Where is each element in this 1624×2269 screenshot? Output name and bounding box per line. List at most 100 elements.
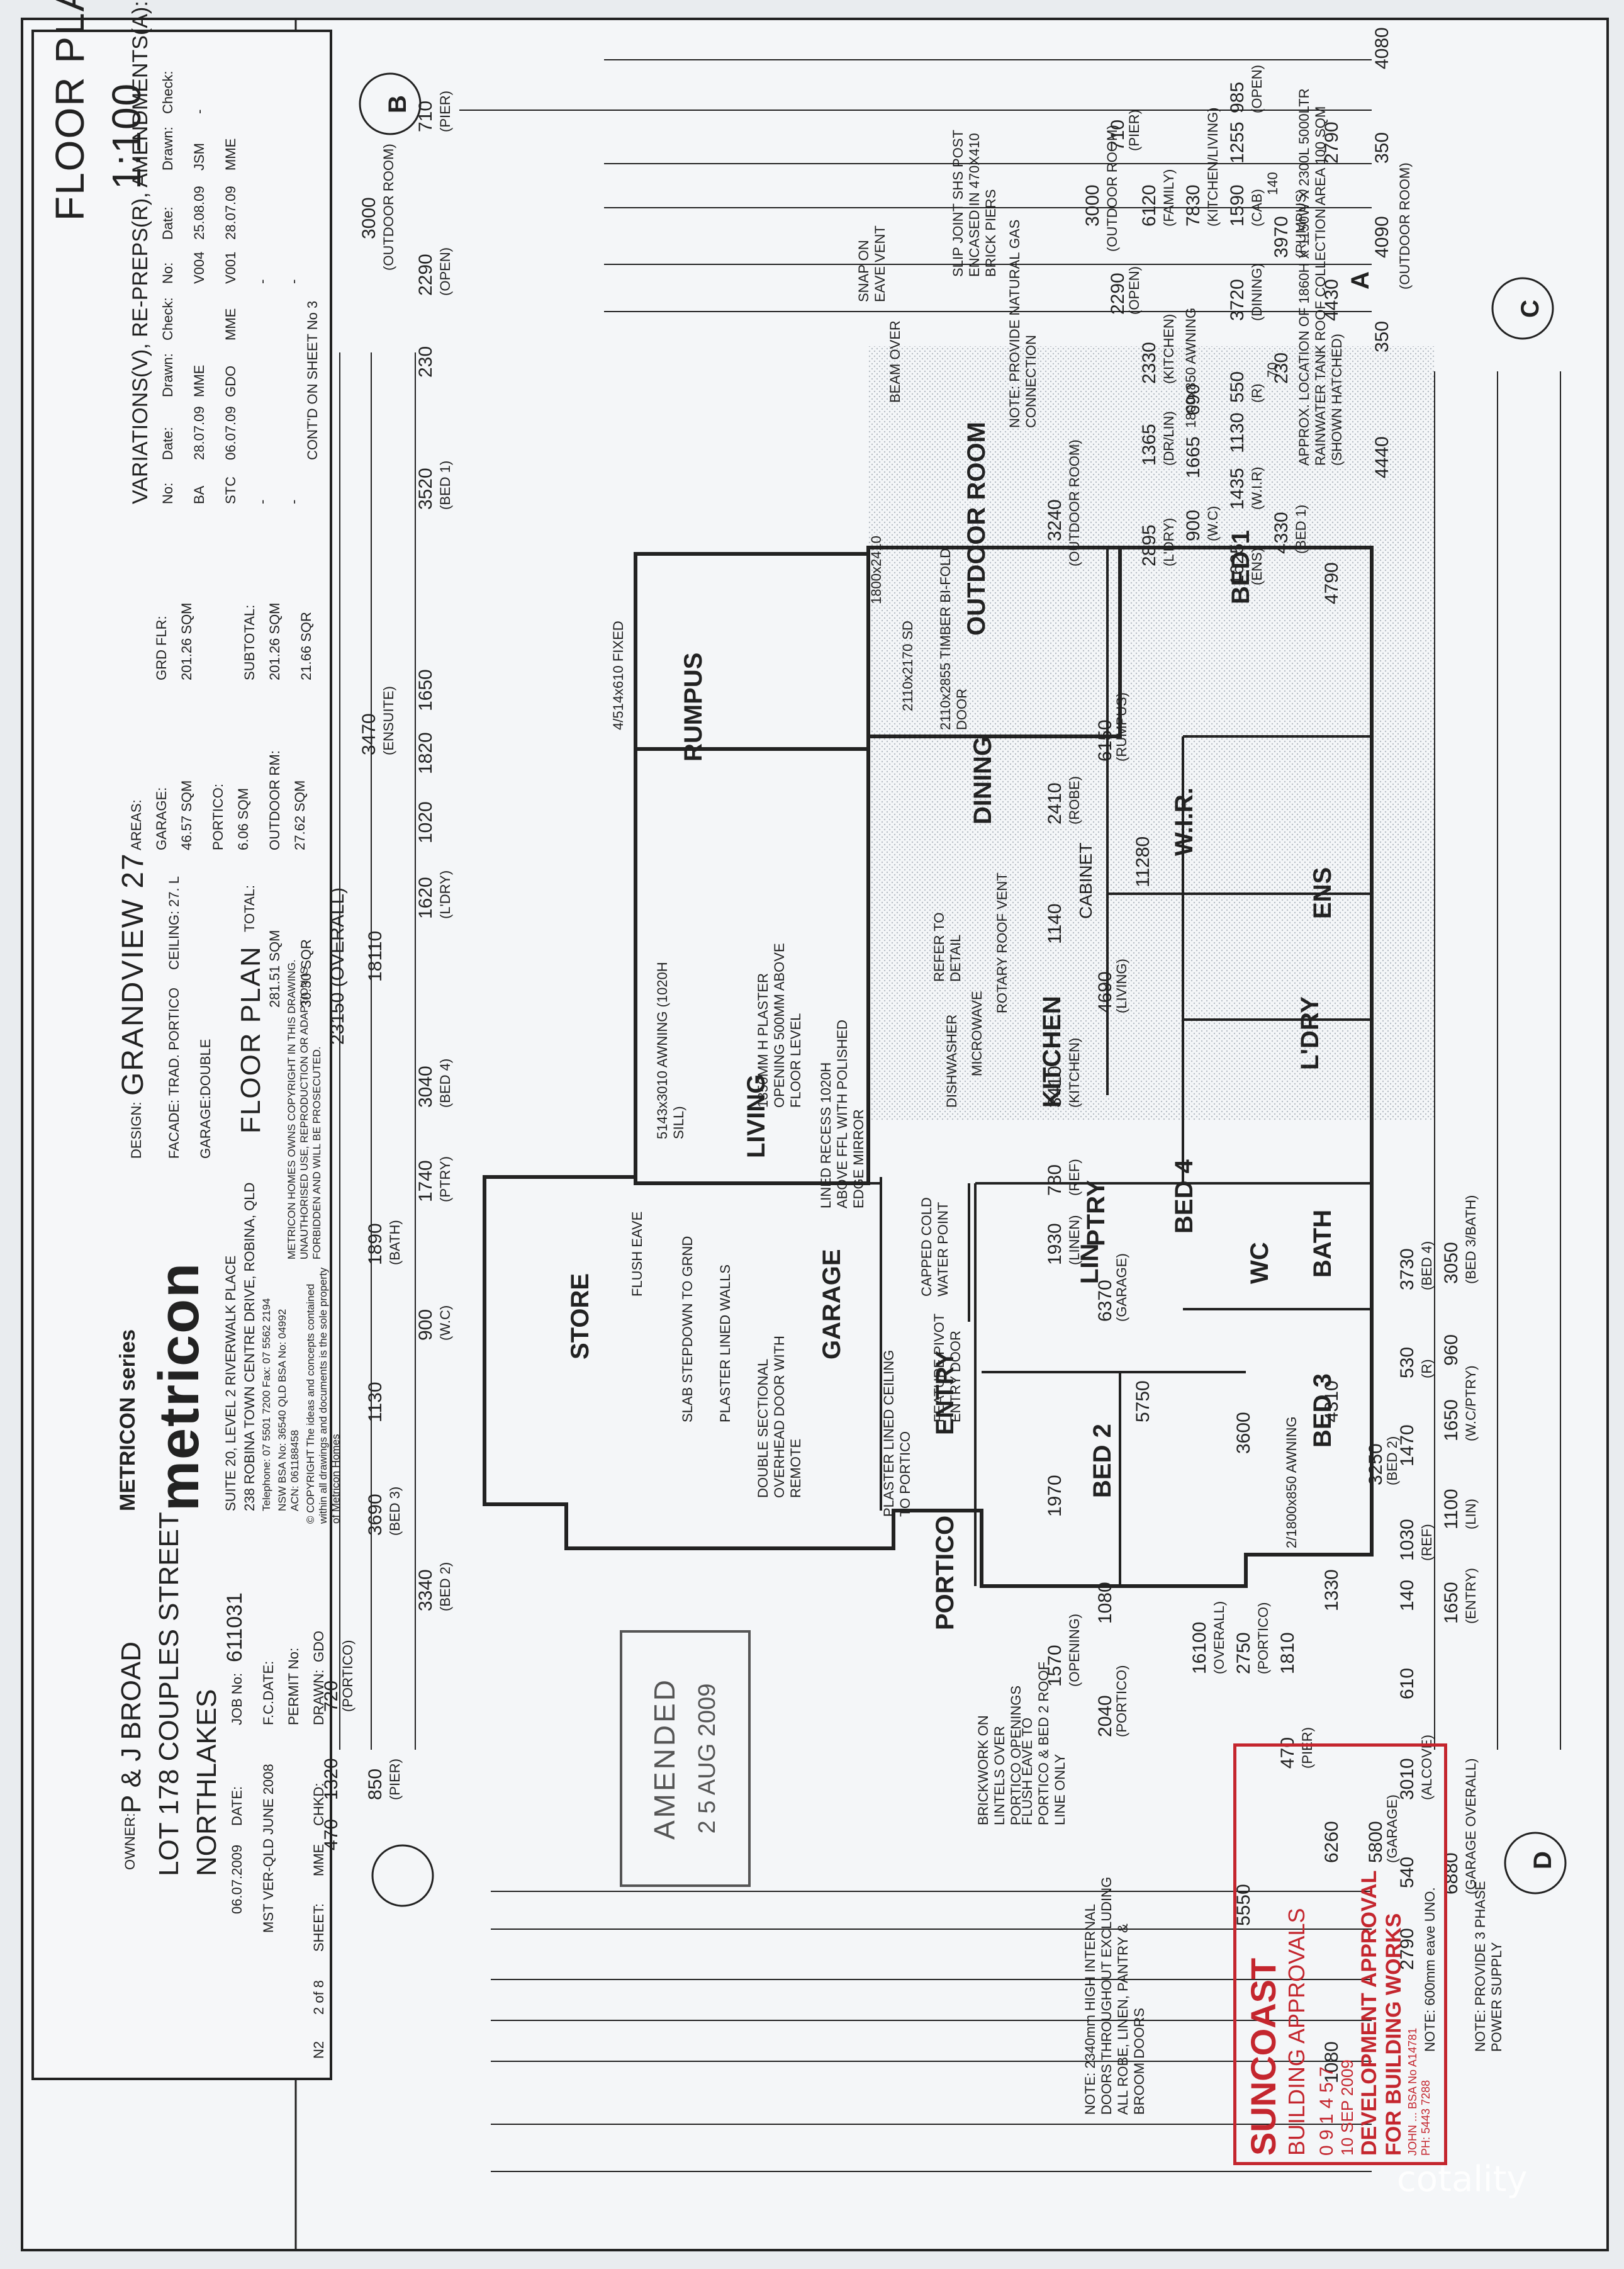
room-wir: W.I.R. (1170, 787, 1198, 856)
amended-word: AMENDED (648, 1677, 681, 1840)
stamp-line-3: FOR BUILDING WORKS (1382, 1913, 1406, 2156)
design-name: GRANDVIEW 27 (116, 852, 150, 1096)
dim-left-24: 5750 (1133, 1380, 1153, 1422)
dim-left-29: 2040 (1095, 1695, 1116, 1737)
dim-left-1: (PIER) (1126, 110, 1142, 151)
dim-top-31: (KITCHEN/LIVING) (1205, 107, 1221, 227)
dim-right-2: 710 (415, 100, 436, 132)
dim-top-26: (W.I.R) (1249, 466, 1265, 510)
amended-stamp: AMENDED 2 5 AUG 2009 (620, 1630, 751, 1887)
stamp-date: 10 SEP 2009 (1338, 2059, 1357, 2156)
dim-right-8: (BED 1) (437, 460, 453, 510)
dim-left-4: 2290 (1107, 273, 1128, 315)
dim-right-34: (PIER) (387, 1759, 403, 1800)
note-awning-2-1800: 2/1800x850 AWNING (1284, 1416, 1299, 1548)
note-rainwater-tank: APPROX. LOCATION OF 1860H X 1150W X 2300… (1296, 88, 1345, 466)
area-5-label: TOTAL: (242, 885, 257, 932)
series-label: METRICON series (116, 1329, 140, 1511)
area-1-label: GARAGE: (154, 787, 169, 850)
dim-top-17: 3720 (1227, 279, 1248, 321)
dim-left-22: 6370 (1095, 1280, 1116, 1322)
var-r1-c3: MME (223, 308, 238, 341)
dim-right-33: 850 (365, 1768, 386, 1800)
note-door-1800x2410: 1800x2410 (868, 536, 884, 604)
dim-top-21: 1625 (1227, 543, 1248, 585)
variations-col-date2: Date: (160, 206, 176, 240)
room-laundry: L'DRY (1296, 996, 1324, 1070)
dim-top-13: (BED 1) (1293, 504, 1309, 554)
dim-right-19: (BED 4) (437, 1058, 453, 1108)
dim-top-4: 4440 (1372, 436, 1392, 478)
dim-top-14: 985 (1227, 81, 1248, 113)
dim-bottom-4: 610 (1397, 1667, 1418, 1699)
permit-label: PERMIT No: (286, 1647, 301, 1725)
dim-right-7: 3520 (415, 468, 436, 510)
variations-col-date: Date: (160, 427, 176, 460)
var-r0-c7: - (191, 109, 207, 114)
note-snap-vent: SNAP ON EAVE VENT (856, 225, 888, 302)
dim-bottom-15: 1650 (1441, 1582, 1462, 1624)
var-r0-c5: 25.08.09 (191, 186, 207, 240)
dim-right-9: 3470 (359, 713, 379, 755)
dim-top-20: 1435 (1227, 468, 1248, 510)
dim-bottom-6: 1030 (1397, 1519, 1418, 1561)
garage-value: DOUBLE (198, 1039, 213, 1096)
dim-right-17: 18110 (365, 930, 386, 982)
note-plaster-opening: 1350MM H PLASTER OPENING 500MM ABOVE FLO… (755, 943, 804, 1108)
dim-left-19: (REF) (1067, 1159, 1082, 1196)
dim-right-3: (PIER) (437, 91, 453, 132)
grid-mark-d: D (1529, 1851, 1557, 1869)
title-block: FLOOR PLAN 1:100 VARIATIONS(V), RE-PREPS… (31, 0, 342, 2080)
dim-left-7: (OUTDOOR ROOM) (1067, 439, 1082, 566)
dim-right-35: 470 (321, 1818, 342, 1850)
dim-bottom-34: 1810 (1277, 1632, 1298, 1674)
variations-header: VARIATIONS(V), RE-PREPS(R), AMENDMENTS(A… (128, 1, 152, 504)
room-garage: GARAGE (818, 1249, 846, 1360)
dim-right-13: 1020 (415, 801, 436, 843)
dim-left-25: 1970 (1044, 1475, 1065, 1517)
garage-label: GARAGE: (198, 1095, 213, 1159)
owner-name: P & J BROAD (116, 1641, 147, 1813)
dim-top-34: 900 (1183, 509, 1204, 541)
dim-right-10: (ENSUITE) (381, 686, 396, 755)
dim-left-23: (GARAGE) (1114, 1253, 1129, 1322)
var-r0-c6: JSM (191, 143, 207, 171)
room-rumpus: RUMPUS (680, 652, 707, 762)
dim-right-20: 1740 (415, 1160, 436, 1202)
job-label: JOB No: (229, 1672, 245, 1725)
note-pivot-door: FEATURE PIVOT ENTRY DOOR (931, 1314, 963, 1422)
room-cabinet: CABINET (1076, 842, 1095, 919)
dim-top-29: 70 (1265, 362, 1280, 378)
design-label: DESIGN: (128, 1101, 144, 1159)
dim-right-1: (OUTDOOR ROOM) (381, 144, 396, 271)
note-gas: NOTE: PROVIDE NATURAL GAS CONNECTION (1007, 219, 1039, 428)
var-r2-c0: - (254, 499, 270, 504)
dim-top-35: (W.C) (1205, 505, 1221, 541)
brand-logo: metricon (148, 1261, 211, 1511)
dim-right-21: (PTRY) (437, 1156, 453, 1202)
note-plaster-walls: PLASTER LINED WALLS (717, 1264, 733, 1422)
dim-top-41: (DR/LIN) (1161, 411, 1177, 466)
sheet-title: FLOOR PLAN (235, 945, 266, 1134)
dim-left-21: (LINEN) (1067, 1215, 1082, 1265)
var-r0-c2: MME (191, 364, 207, 397)
dim-left-6: 3240 (1044, 499, 1065, 541)
area-1-value: 46.57 SQM (179, 780, 194, 850)
var-r1-c6: MME (223, 138, 238, 171)
dim-bottom-19: 1650 (1441, 1399, 1462, 1441)
cotality-watermark: cotality (1397, 2159, 1528, 2200)
dim-bottom-31: 4310 (1321, 1380, 1342, 1422)
note-fixed-514: 4/514x610 FIXED (610, 621, 626, 730)
dim-right-28: (BED 3) (387, 1486, 403, 1536)
internal-walls (636, 548, 1372, 1586)
dim-left-11: 2410 (1044, 782, 1065, 825)
dim-top-33: 1665 (1183, 436, 1204, 478)
variations-col-drawn: Drawn: (160, 353, 176, 397)
dim-top-2: 4090 (1372, 216, 1392, 258)
note-refer-detail: REFER TO DETAIL (931, 912, 963, 982)
stamp-phone: PH: 5443 7288 (1420, 2080, 1432, 2156)
fc-date-label: F.C.DATE: (260, 1660, 276, 1725)
dim-top-43: (L'DRY) (1161, 517, 1177, 566)
dim-bottom-37: (PORTICO) (1255, 1602, 1271, 1674)
note-bifold: 2110x2855 TIMBER BI-FOLD DOOR (938, 548, 970, 730)
